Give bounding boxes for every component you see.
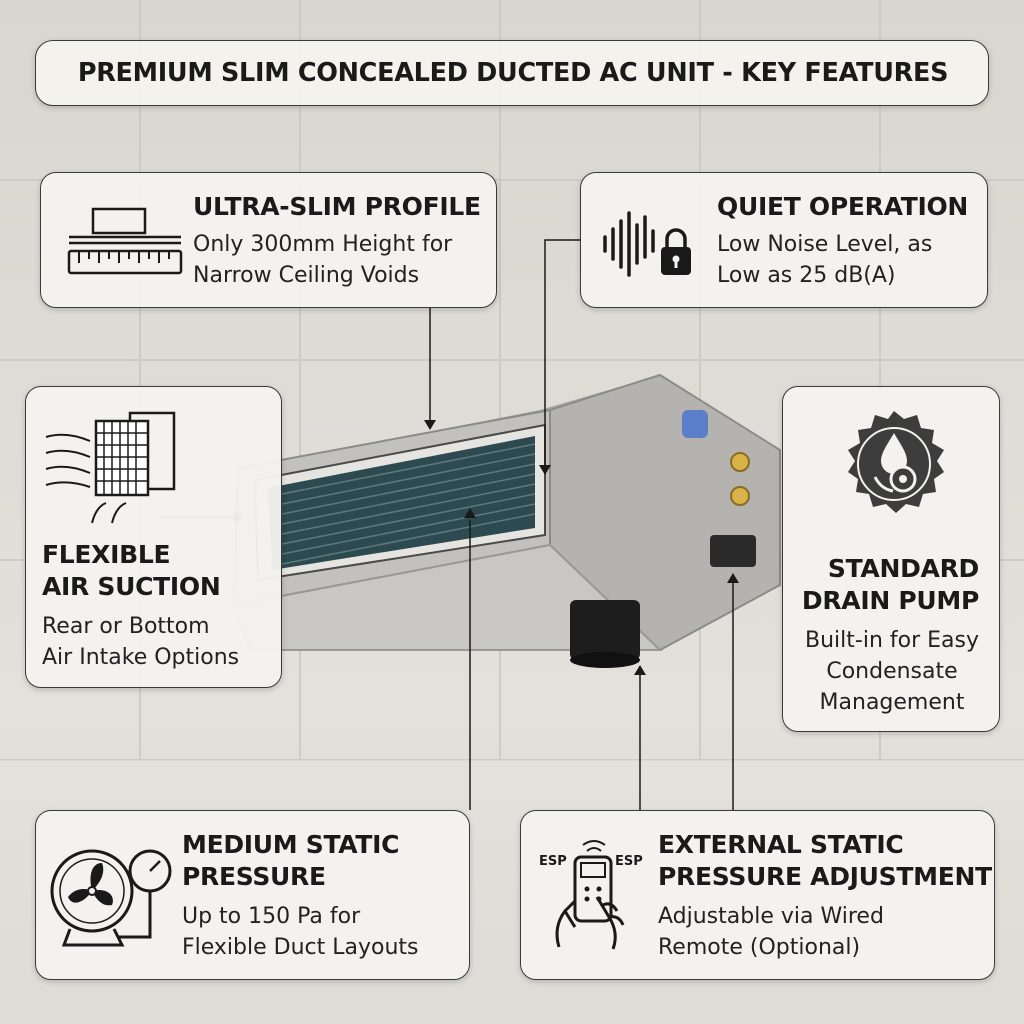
drain-pump-badge-icon <box>848 411 944 513</box>
feature-card-esp-adjustment: ESP ESP EXTERNAL STATIC PRESSURE ADJUSTM… <box>520 810 995 980</box>
feature-desc-line: Air Intake Options <box>42 645 240 670</box>
feature-desc-line: Only 300mm Height for <box>193 232 453 257</box>
feature-desc-line: Low Noise Level, as <box>717 232 933 257</box>
feature-title: PRESSURE ADJUSTMENT <box>658 862 992 891</box>
feature-desc-line: Adjustable via Wired <box>658 904 884 929</box>
esp-label-right: ESP <box>615 854 643 869</box>
page-title: PREMIUM SLIM CONCEALED DUCTED AC UNIT - … <box>77 58 949 88</box>
feature-desc-line: Low as 25 dB(A) <box>717 263 896 288</box>
air-filter-icon <box>45 411 176 524</box>
feature-title: PRESSURE <box>182 862 326 891</box>
feature-title: STANDARD <box>827 554 979 583</box>
sound-wave-lock-icon <box>603 211 691 277</box>
feature-title: EXTERNAL STATIC <box>658 830 904 859</box>
feature-card-static-pressure: MEDIUM STATIC PRESSURE Up to 150 Pa for … <box>35 810 470 980</box>
feature-desc-line: Narrow Ceiling Voids <box>193 263 420 288</box>
feature-desc-line: Rear or Bottom <box>42 614 210 639</box>
ruler-unit-icon <box>67 207 183 275</box>
feature-card-ultra-slim: ULTRA-SLIM PROFILE Only 300mm Height for… <box>40 172 497 308</box>
feature-desc-line: Up to 150 Pa for <box>182 904 361 929</box>
feature-desc-line: Condensate <box>826 659 958 684</box>
title-banner: PREMIUM SLIM CONCEALED DUCTED AC UNIT - … <box>35 40 989 106</box>
feature-card-air-suction: FLEXIBLE AIR SUCTION Rear or Bottom Air … <box>25 386 282 688</box>
feature-title: QUIET OPERATION <box>717 192 969 221</box>
feature-title: FLEXIBLE <box>42 540 171 569</box>
feature-desc-line: Remote (Optional) <box>658 935 861 960</box>
feature-desc-line: Management <box>819 690 965 715</box>
feature-title: DRAIN PUMP <box>801 586 979 615</box>
fan-gauge-icon <box>50 849 172 947</box>
ac-unit-illustration <box>232 373 781 668</box>
feature-desc-line: Built-in for Easy <box>805 628 979 653</box>
feature-card-quiet: QUIET OPERATION Low Noise Level, as Low … <box>580 172 988 308</box>
feature-desc-line: Flexible Duct Layouts <box>182 935 419 960</box>
feature-card-drain-pump: STANDARD DRAIN PUMP Built-in for Easy Co… <box>782 386 1000 732</box>
feature-title: MEDIUM STATIC <box>182 830 400 859</box>
remote-hand-icon: ESP ESP <box>539 840 643 950</box>
feature-title: ULTRA-SLIM PROFILE <box>193 192 481 221</box>
esp-label-left: ESP <box>539 854 567 869</box>
feature-title: AIR SUCTION <box>42 572 221 601</box>
